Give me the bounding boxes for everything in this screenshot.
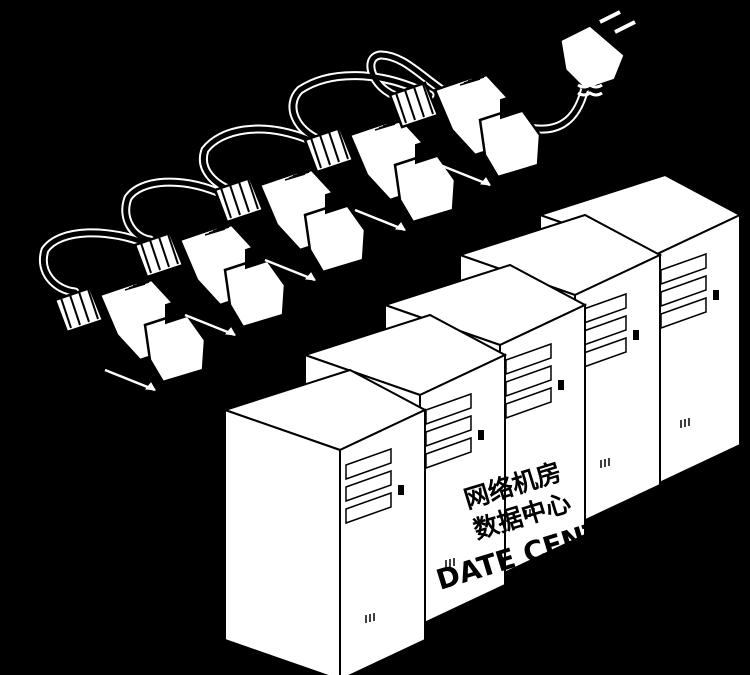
server-rack-group bbox=[221, 173, 743, 675]
c13-connector-icon bbox=[133, 221, 287, 337]
arrow-icon bbox=[439, 163, 491, 187]
c13-connector-icon bbox=[213, 166, 367, 282]
power-plug-icon bbox=[558, 10, 636, 97]
arrow-icon bbox=[264, 258, 316, 282]
connectors-group bbox=[53, 71, 542, 392]
arrow-icon bbox=[184, 313, 236, 337]
arrow-icon bbox=[104, 368, 156, 392]
server-tower-icon bbox=[221, 368, 428, 675]
c13-connector-icon bbox=[53, 276, 207, 392]
power-cables bbox=[39, 50, 590, 297]
arrow-icon bbox=[354, 208, 406, 232]
c13-connector-icon bbox=[388, 71, 542, 187]
c13-connector-icon bbox=[303, 116, 457, 232]
